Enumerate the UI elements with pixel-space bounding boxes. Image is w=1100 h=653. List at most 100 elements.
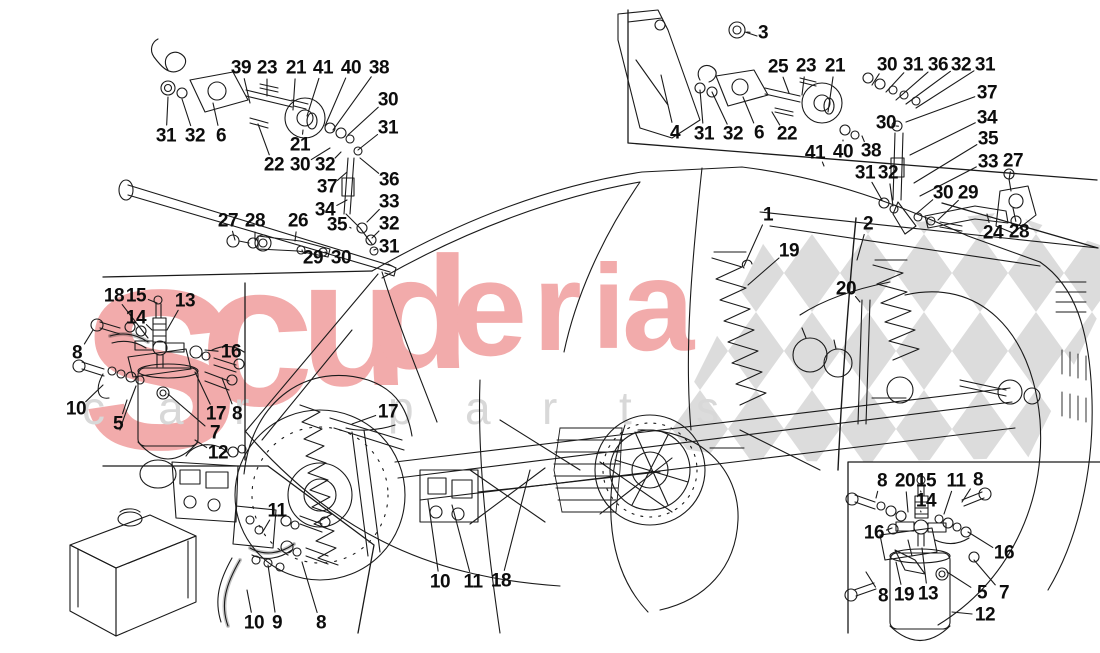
- svg-text:e: e: [452, 233, 527, 384]
- left-accumulator-art: [72, 295, 245, 460]
- callout-23: 23: [795, 55, 817, 77]
- callout-4: 4: [669, 122, 681, 144]
- callout-32: 32: [314, 154, 336, 176]
- callout-32: 32: [378, 213, 400, 235]
- callout-29: 29: [957, 182, 979, 204]
- callout-26: 26: [287, 210, 309, 232]
- callout-27: 27: [217, 210, 239, 232]
- callout-38: 38: [860, 140, 882, 162]
- inset-borders: [102, 9, 1100, 634]
- callout-21: 21: [289, 134, 311, 156]
- callout-31: 31: [854, 162, 876, 184]
- callout-36: 36: [378, 169, 400, 191]
- callout-20: 20: [835, 278, 857, 300]
- callout-19: 19: [778, 240, 800, 262]
- callout-30: 30: [377, 89, 399, 111]
- callout-21: 21: [824, 55, 846, 77]
- callout-29: 29: [302, 247, 324, 269]
- callout-30: 30: [289, 154, 311, 176]
- callout-33: 33: [378, 191, 400, 213]
- callout-31: 31: [378, 236, 400, 258]
- callout-15: 15: [125, 285, 147, 307]
- callout-2: 2: [862, 213, 874, 235]
- callout-28: 28: [244, 210, 266, 232]
- callout-leader-lines: [83, 31, 1017, 615]
- svg-text:s: s: [696, 382, 719, 434]
- svg-text:i: i: [592, 240, 625, 374]
- callout-9: 9: [271, 612, 283, 634]
- callout-30: 30: [875, 112, 897, 134]
- callout-37: 37: [316, 176, 338, 198]
- callout-36: 36: [927, 54, 949, 76]
- callout-17: 17: [377, 401, 399, 423]
- svg-text:a: a: [622, 232, 696, 378]
- callout-34: 34: [314, 199, 336, 221]
- callout-40: 40: [340, 57, 362, 79]
- callout-31: 31: [377, 117, 399, 139]
- svg-text:c: c: [200, 220, 314, 449]
- svg-text:s: s: [78, 181, 242, 511]
- callout-13: 13: [917, 583, 939, 605]
- callout-16: 16: [220, 341, 242, 363]
- callout-31: 31: [974, 54, 996, 76]
- callout-8: 8: [876, 470, 888, 492]
- callout-8: 8: [231, 403, 243, 425]
- callout-35: 35: [326, 214, 348, 236]
- callout-41: 41: [804, 142, 826, 164]
- callout-18: 18: [103, 285, 125, 307]
- svg-text:r: r: [533, 238, 582, 377]
- callout-28: 28: [1008, 221, 1030, 243]
- callout-1: 1: [762, 204, 774, 226]
- callout-6: 6: [753, 122, 765, 144]
- callout-30: 30: [932, 182, 954, 204]
- callout-32: 32: [722, 123, 744, 145]
- pump-reservoir-art: [69, 444, 331, 637]
- callout-40: 40: [832, 141, 854, 163]
- callout-27: 27: [1002, 150, 1024, 172]
- callout-38: 38: [368, 57, 390, 79]
- callout-10: 10: [243, 612, 265, 634]
- svg-text:u: u: [300, 223, 410, 424]
- callout-30: 30: [876, 54, 898, 76]
- checkered-flag-watermark: [662, 212, 1100, 462]
- callout-21: 21: [285, 57, 307, 79]
- svg-text:a: a: [158, 382, 184, 434]
- callout-11: 11: [267, 500, 287, 522]
- callout-5: 5: [112, 413, 124, 435]
- callout-35: 35: [977, 128, 999, 150]
- svg-text:a: a: [465, 382, 491, 434]
- callout-16: 16: [863, 522, 885, 544]
- callout-33: 33: [977, 151, 999, 173]
- callout-34: 34: [976, 107, 998, 129]
- callout-37: 37: [976, 82, 998, 104]
- callout-7: 7: [998, 582, 1010, 604]
- callout-5: 5: [976, 582, 988, 604]
- callout-41: 41: [312, 57, 334, 79]
- callout-3: 3: [757, 22, 769, 44]
- callout-14: 14: [125, 307, 147, 329]
- callout-14: 14: [915, 490, 937, 512]
- callout-24: 24: [982, 222, 1004, 244]
- callout-11: 11: [463, 571, 483, 593]
- svg-text:t: t: [619, 382, 632, 434]
- callout-23: 23: [256, 57, 278, 79]
- callout-13: 13: [174, 290, 196, 312]
- callout-19: 19: [893, 584, 915, 606]
- callout-31: 31: [902, 54, 924, 76]
- callout-8: 8: [972, 469, 984, 491]
- callout-15: 15: [915, 470, 937, 492]
- callout-8: 8: [877, 585, 889, 607]
- callout-7: 7: [209, 422, 221, 444]
- callout-25: 25: [767, 56, 789, 78]
- callout-30: 30: [330, 247, 352, 269]
- callout-31: 31: [155, 125, 177, 147]
- callout-20: 20: [894, 470, 916, 492]
- front-sensor-linkage-art: [118, 38, 397, 277]
- svg-text:r: r: [542, 382, 557, 434]
- callout-12: 12: [974, 604, 996, 626]
- callout-11: 11: [946, 470, 966, 492]
